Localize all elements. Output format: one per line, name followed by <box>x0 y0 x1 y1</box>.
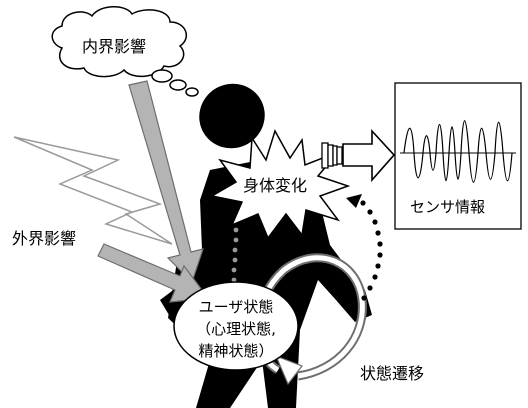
sensor-connector-icon <box>321 142 343 169</box>
dotted-feedback-arc <box>360 200 383 301</box>
sensor-panel <box>394 82 522 230</box>
waveform-icon <box>403 120 513 183</box>
state-transition-label: 状態遷移 <box>360 364 424 383</box>
thought-cloud-icon <box>51 6 199 97</box>
body-change-label: 身体変化 <box>243 176 307 195</box>
sensor-info-label: センサ情報 <box>410 198 485 216</box>
user-state-label: ユーザ状態 <box>199 298 274 316</box>
user-state-detail-2: 精神状態） <box>198 342 273 360</box>
dotted-arc-arrowhead <box>346 194 362 208</box>
lightning-icon <box>13 136 173 245</box>
sensor-output-arrow <box>342 128 396 183</box>
user-state-ellipse <box>173 281 299 371</box>
internal-influence-label: 内界影響 <box>82 37 146 56</box>
user-state-detail-1: （心理状態, <box>196 320 276 338</box>
internal-influence-arrow <box>128 80 204 284</box>
state-transition-arrowhead <box>274 354 303 386</box>
external-influence-label: 外界影響 <box>12 229 76 248</box>
external-influence-arrow <box>97 243 210 303</box>
